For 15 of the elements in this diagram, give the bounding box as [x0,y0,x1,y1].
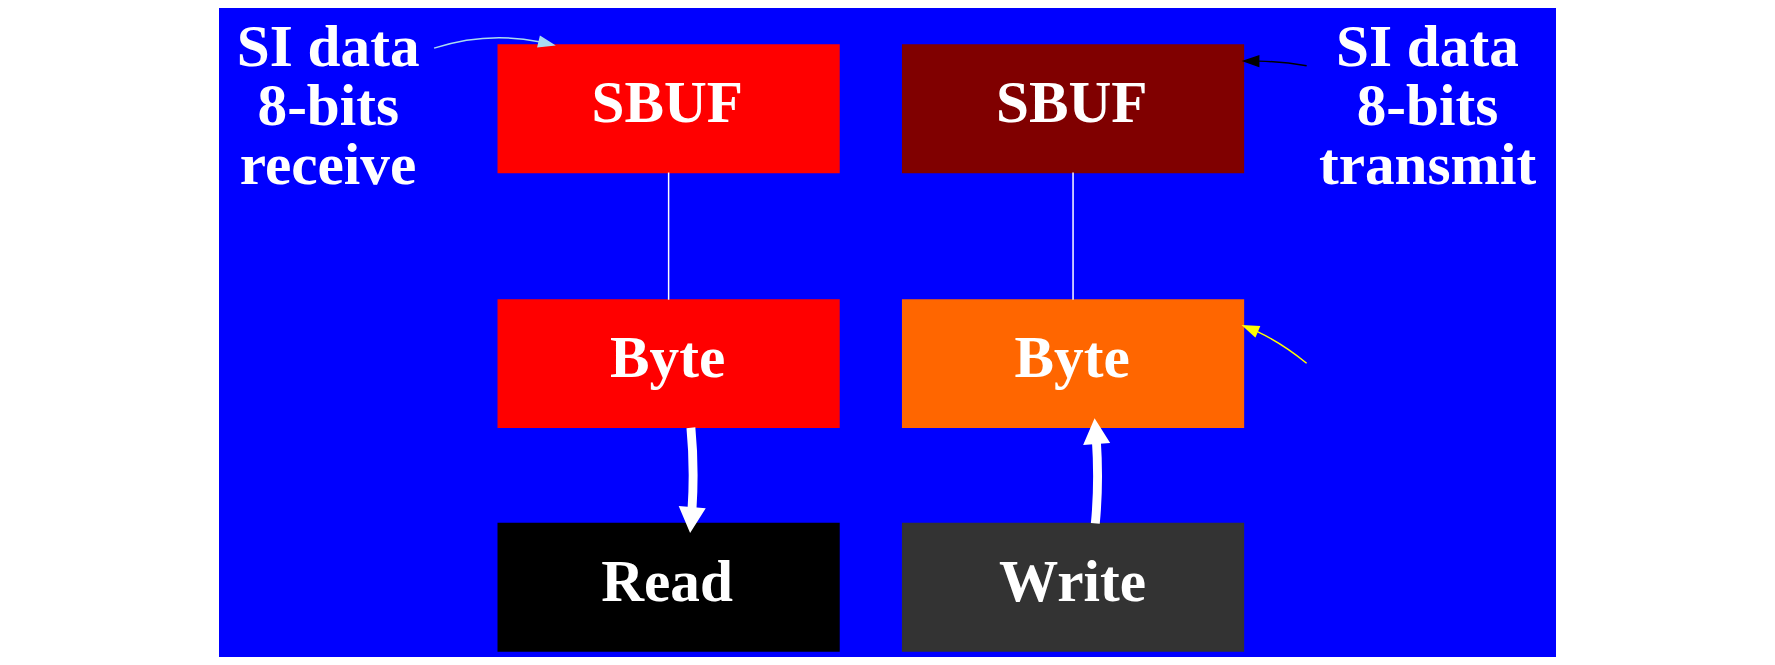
node-box: Read [497,522,840,652]
connector [667,171,670,301]
node-box: SBUF [497,44,840,174]
arrow [1241,54,1308,68]
node-text: SI data 8-bits transmit [1318,12,1537,198]
node-box: SBUF [901,44,1245,174]
node-box: Write [901,522,1245,652]
arrow [678,427,706,533]
arrow [1241,324,1308,364]
connector [1072,171,1074,301]
arrow [433,35,556,49]
node-box: Byte [497,299,840,429]
node-text: SI data 8-bits receive [236,12,420,198]
node-box: Byte [901,299,1245,429]
arrow [1083,418,1111,524]
